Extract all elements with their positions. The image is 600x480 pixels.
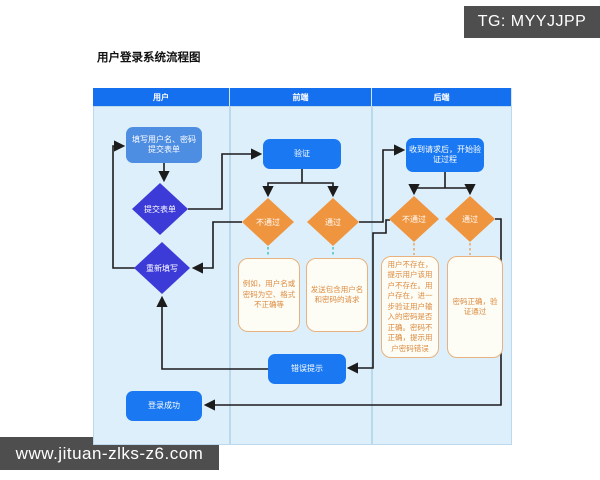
lane-header-frontend: 前端	[230, 88, 372, 106]
node-verify: 验证	[263, 139, 341, 169]
note-user-check: 用户不存在，提示用户该用户不存在。用户存在，进一步验证用户输入的密码是否正确。密…	[381, 256, 439, 358]
page-title: 用户登录系统流程图	[97, 52, 201, 64]
node-error-tip: 错误提示	[268, 354, 346, 384]
node-fill-form: 填写用户名、密码 提交表单	[126, 127, 202, 163]
note-password-ok: 密码正确，验证通过	[447, 256, 503, 358]
lane-header-user: 用户	[93, 88, 230, 106]
lane-header-backend: 后端	[372, 88, 512, 106]
note-invalid-format: 例如，用户名或密码为空、格式不正确等	[238, 258, 300, 332]
node-receive-request: 收到请求后，开始验证过程	[406, 138, 484, 172]
note-send-request: 发送包含用户名和密码的请求	[306, 258, 368, 332]
node-login-success: 登录成功	[126, 391, 202, 421]
watermark-telegram-badge: TG: MYYJJPP	[464, 6, 600, 38]
